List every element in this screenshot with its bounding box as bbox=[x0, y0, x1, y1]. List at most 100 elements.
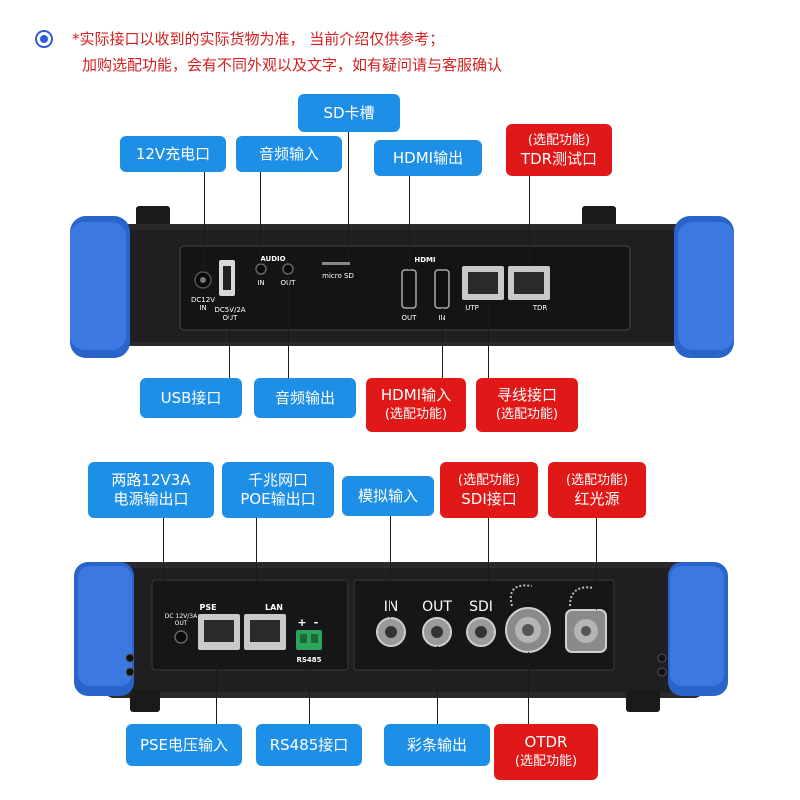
bnc-sdi-port bbox=[466, 617, 496, 647]
dc12v-text: DC12V bbox=[191, 296, 215, 304]
leader-analog-in bbox=[390, 506, 391, 618]
label-usb-port-text: USB接口 bbox=[160, 388, 222, 407]
label-hdmi-out-text: HDMI输出 bbox=[392, 148, 464, 167]
disclaimer-line-2: 加购选配功能，会有不同外观以及文字，如有疑问请与客服确认 bbox=[82, 56, 503, 74]
label-gigabit-line2: POE输出口 bbox=[240, 490, 316, 508]
dc-out-text-2: OUT bbox=[175, 620, 188, 627]
dc12v-in-text: IN bbox=[199, 304, 206, 312]
label-tdr-port: (选配功能) TDR测试口 bbox=[506, 124, 612, 176]
foot-left bbox=[130, 690, 160, 712]
label-hdmi-out: HDMI输出 bbox=[374, 140, 482, 176]
label-tracer-optional-text: (选配功能) bbox=[495, 407, 559, 422]
otdr-connector bbox=[505, 584, 551, 653]
label-12v-charge: 12V充电口 bbox=[120, 136, 226, 172]
dc-out-text: DC 12V/3A bbox=[165, 613, 198, 620]
label-gigabit-poe: 千兆网口 POE输出口 bbox=[222, 462, 334, 518]
leader-audio-in bbox=[260, 172, 261, 264]
label-usb-port: USB接口 bbox=[140, 378, 242, 418]
label-audio-in-text: 音频输入 bbox=[258, 144, 319, 163]
leader-tracer bbox=[488, 300, 489, 378]
plus-text: + bbox=[297, 616, 306, 629]
label-12v-charge-text: 12V充电口 bbox=[135, 144, 211, 163]
lan-text: LAN bbox=[265, 603, 283, 612]
bnc-out-port bbox=[422, 617, 452, 647]
rs485-text: RS485 bbox=[296, 656, 321, 664]
minus-text: - bbox=[314, 616, 319, 629]
label-red-light-text: 红光源 bbox=[574, 490, 620, 508]
leader-red-light bbox=[596, 518, 597, 610]
label-power-out-line2: 电源输出口 bbox=[113, 490, 189, 508]
rs485-terminal bbox=[296, 630, 322, 650]
red-light-connector bbox=[565, 586, 607, 653]
micro-sd-slot bbox=[322, 262, 350, 265]
label-rs485-port-text: RS485接口 bbox=[269, 735, 349, 754]
pse-text: PSE bbox=[199, 603, 216, 612]
label-sd-slot-text: SD卡槽 bbox=[323, 103, 375, 122]
label-tracer-port: 寻线接口 (选配功能) bbox=[476, 378, 578, 432]
label-sdi-port: (选配功能) SDI接口 bbox=[440, 462, 538, 518]
bnc-sdi-text: SDI bbox=[469, 599, 493, 615]
dc5v-out-text: OUT bbox=[223, 314, 239, 322]
leader-sd bbox=[348, 132, 349, 262]
label-sd-slot: SD卡槽 bbox=[298, 94, 400, 132]
leader-hdmi-in bbox=[442, 308, 443, 378]
leader-sdi bbox=[488, 518, 489, 618]
leader-dc12v bbox=[204, 172, 205, 272]
leader-power-out bbox=[163, 518, 164, 638]
label-power-out: 两路12V3A 电源输出口 bbox=[88, 462, 214, 518]
leader-gigabit bbox=[256, 518, 257, 614]
label-pse-input: PSE电压输入 bbox=[126, 724, 242, 766]
label-analog-in: 模拟输入 bbox=[342, 476, 434, 516]
label-tdr-port-text: TDR测试口 bbox=[520, 150, 598, 168]
label-audio-in: 音频输入 bbox=[236, 136, 342, 172]
label-color-bar-out-text: 彩条输出 bbox=[406, 735, 467, 754]
label-hdmi-in-text: HDMI输入 bbox=[380, 386, 452, 404]
hdmi-out-text: OUT bbox=[402, 314, 418, 322]
label-pse-input-text: PSE电压输入 bbox=[139, 735, 229, 754]
leader-rs485 bbox=[309, 666, 310, 726]
tdr-text: TDR bbox=[532, 304, 548, 312]
leader-otdr bbox=[528, 652, 529, 726]
label-tracer-port-text: 寻线接口 bbox=[496, 386, 557, 404]
audio-in-text: IN bbox=[257, 279, 264, 287]
micro-sd-text: micro SD bbox=[322, 272, 354, 280]
label-red-light-optional-text: (选配功能) bbox=[565, 473, 629, 488]
leader-tdr bbox=[529, 176, 530, 266]
label-audio-out: 音频输出 bbox=[254, 378, 356, 418]
leader-pse bbox=[216, 650, 217, 724]
hdmi-text: HDMI bbox=[414, 256, 435, 264]
foot-right bbox=[626, 690, 660, 712]
radio-bullet-icon bbox=[35, 30, 53, 48]
label-otdr-text: OTDR bbox=[524, 733, 568, 751]
hdmi-in-port bbox=[434, 269, 450, 309]
leader-hdmi-out bbox=[409, 176, 410, 270]
leader-audio-out bbox=[288, 274, 289, 378]
label-audio-out-text: 音频输出 bbox=[274, 388, 335, 407]
label-hdmi-in-optional-text: (选配功能) bbox=[384, 407, 448, 422]
label-otdr-optional-text: (选配功能) bbox=[514, 754, 578, 769]
label-tdr-optional-text: (选配功能) bbox=[527, 133, 591, 148]
dc5v-text: DC5V/2A bbox=[214, 306, 245, 314]
label-hdmi-in: HDMI输入 (选配功能) bbox=[366, 378, 466, 432]
disclaimer-line-1: *实际接口以收到的实际货物为准， 当前介绍仅供参考； bbox=[72, 30, 445, 48]
label-power-out-line1: 两路12V3A bbox=[111, 471, 191, 489]
bnc-out-text: OUT bbox=[422, 599, 452, 615]
leader-usb bbox=[229, 296, 230, 378]
label-otdr: OTDR (选配功能) bbox=[494, 724, 598, 780]
leader-color-bar bbox=[437, 646, 438, 726]
audio-in-jack bbox=[255, 263, 267, 275]
bnc-in-text: IN bbox=[384, 599, 399, 615]
label-color-bar-out: 彩条输出 bbox=[384, 724, 490, 766]
audio-text: AUDIO bbox=[260, 255, 285, 263]
hdmi-out-port bbox=[401, 269, 417, 309]
label-rs485-port: RS485接口 bbox=[256, 724, 362, 766]
utp-text: UTP bbox=[465, 304, 479, 312]
bnc-in-port bbox=[376, 617, 406, 647]
label-red-light: (选配功能) 红光源 bbox=[548, 462, 646, 518]
label-analog-in-text: 模拟输入 bbox=[357, 486, 418, 505]
dc-out-jack bbox=[174, 630, 188, 644]
label-gigabit-line1: 千兆网口 bbox=[247, 471, 308, 489]
audio-out-jack bbox=[282, 263, 294, 275]
label-sdi-port-text: SDI接口 bbox=[461, 490, 517, 508]
